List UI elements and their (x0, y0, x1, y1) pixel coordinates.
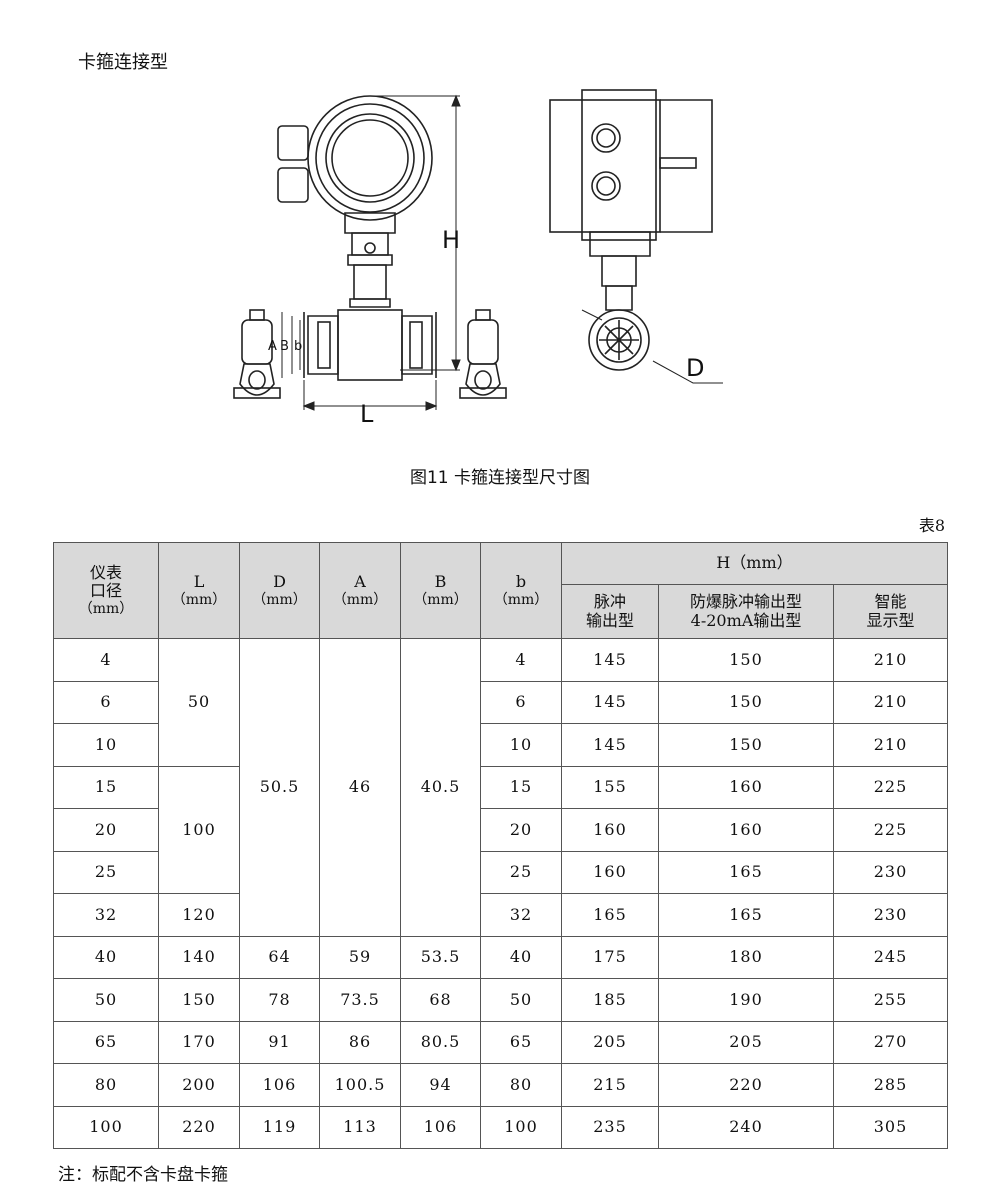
header-H: H（mm） (560, 542, 949, 585)
header-h-pulse: 脉冲输出型 (561, 584, 659, 639)
figure-caption: 图11 卡箍连接型尺寸图 (409, 468, 591, 488)
pipe-body (303, 309, 437, 381)
front-view-housing (277, 95, 433, 308)
header-A: A（mm） (319, 542, 401, 639)
dim-label-B: B (280, 339, 289, 354)
header-B: B（mm） (400, 542, 481, 639)
dim-label-L: L (360, 400, 374, 428)
header-h-smart: 智能显示型 (832, 584, 949, 639)
header-L: L（mm） (158, 542, 240, 639)
left-clamp (233, 309, 281, 399)
table-number: 表8 (918, 516, 945, 535)
header-dn: 仪表 口径 （mm） (53, 542, 159, 639)
side-view (549, 89, 713, 371)
section-title: 卡箍连接型 (78, 52, 168, 73)
dimension-table: 仪表 口径 （mm） L（mm） D（mm） A（mm） B（mm） b（mm）… (53, 542, 949, 1149)
dimension-drawing: H L D A B b (233, 89, 723, 428)
header-b: b（mm） (480, 542, 562, 639)
dim-label-A: A (268, 339, 277, 354)
dim-label-D: D (686, 354, 704, 382)
right-clamp (459, 309, 507, 399)
dim-label-b: b (294, 339, 302, 354)
header-D: D（mm） (239, 542, 320, 639)
dim-label-H: H (442, 226, 460, 254)
footnote: 注：标配不含卡盘卡箍 (58, 1165, 228, 1185)
